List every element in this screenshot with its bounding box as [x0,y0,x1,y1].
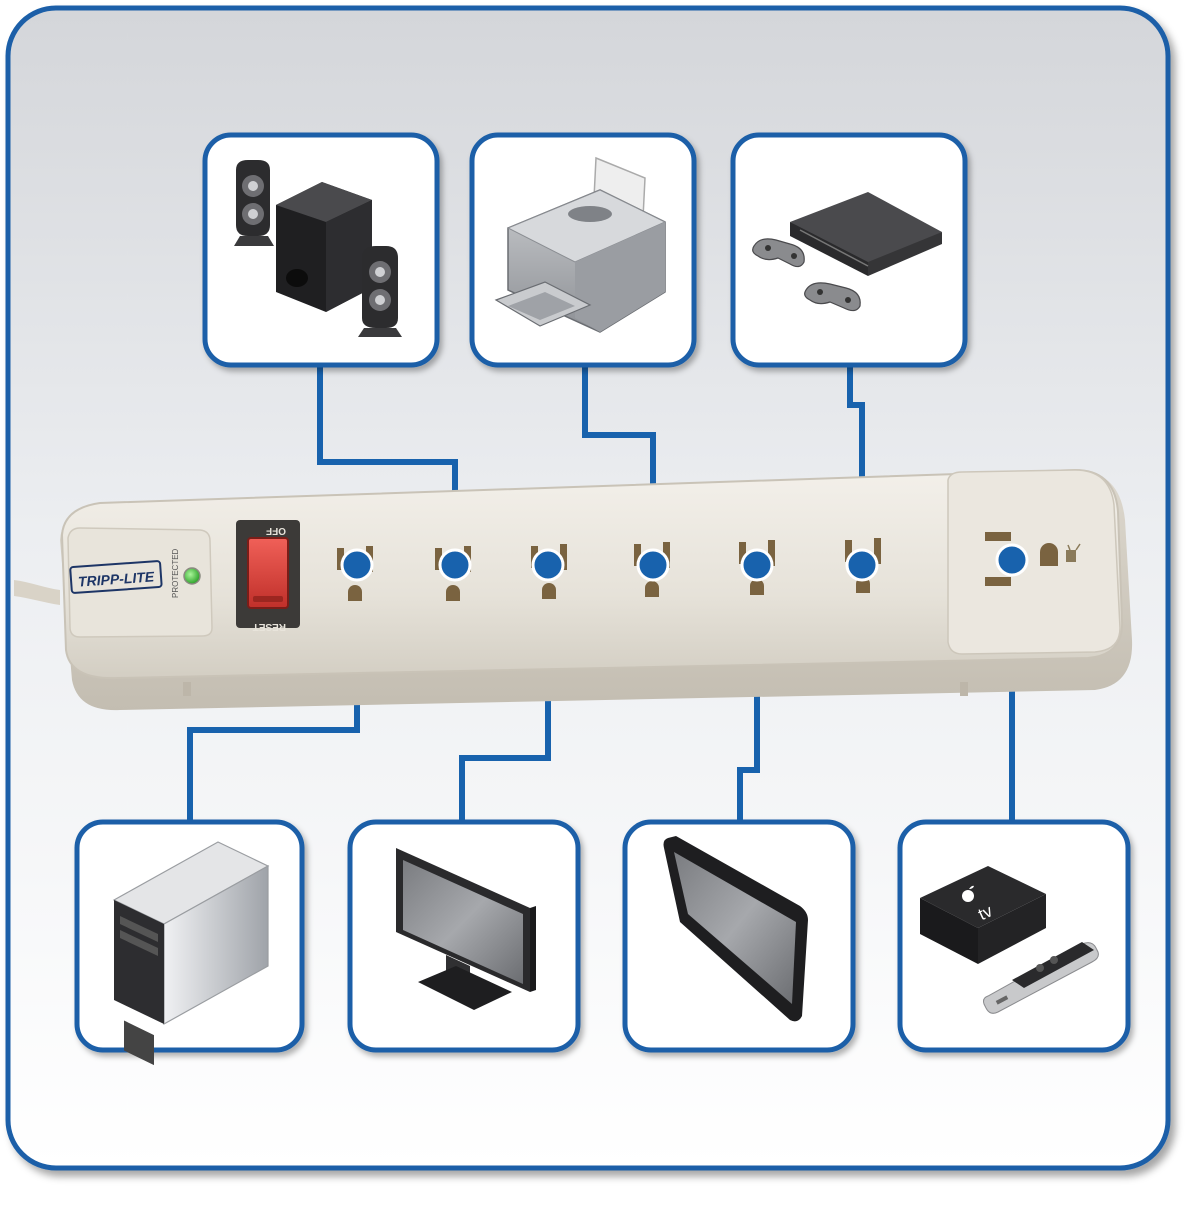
protected-label: PROTECTED [171,548,180,598]
monitor-icon [396,848,536,1010]
device-box-tower[interactable] [74,819,305,1066]
device-box-speakers[interactable] [202,132,440,368]
speakers-icon [234,160,402,337]
device-box-monitor[interactable] [347,819,581,1053]
ground-symbol-icon [1066,543,1081,562]
dot-outlet-1 [340,548,374,582]
connection-dots [340,543,1029,582]
device-box-printer[interactable] [469,132,697,368]
power-cord [14,580,60,605]
device-box-tablet[interactable] [622,819,856,1053]
dot-outlet-7 [995,543,1029,577]
apple-tv-icon: tv [920,866,1099,1014]
dot-outlet-6 [845,548,879,582]
power-switch[interactable]: OFF RESET [236,520,300,632]
tablet-icon [663,836,808,1022]
switch-off-label: OFF [266,525,286,536]
switch-reset-label: RESET [253,621,286,632]
game-console-icon [752,192,942,312]
protected-led [183,567,201,585]
dot-outlet-4 [636,548,670,582]
transformer-outlet-block [947,469,1121,655]
desktop-tower-icon [112,841,270,1066]
printer-icon [494,156,667,333]
apple-logo-icon [962,885,974,902]
dot-outlet-3 [531,548,565,582]
dot-outlet-2 [438,548,472,582]
brand-logo: TRIPP-LITE [77,568,155,589]
outlet-4 [634,542,670,597]
dot-outlet-5 [740,548,774,582]
device-box-apple-tv[interactable]: tv [897,819,1131,1053]
power-strip: TRIPP-LITE PROTECTED OFF RESET [60,468,1133,711]
outlet-5 [739,540,775,595]
device-box-console[interactable] [730,132,968,368]
